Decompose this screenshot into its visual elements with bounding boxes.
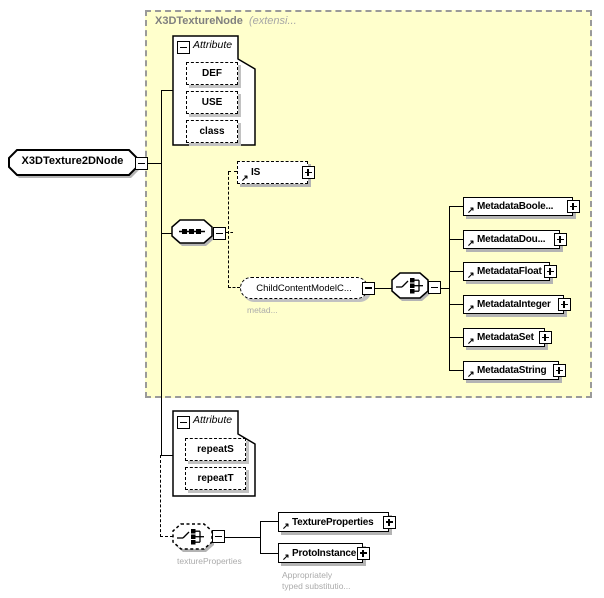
connector-metadata-stub-3	[449, 271, 463, 272]
substitution-arrow-icon: ↗	[467, 336, 475, 346]
group-childcontentmodel[interactable]: ChildContentModelC...	[240, 277, 375, 299]
sequence-compositor[interactable]	[171, 219, 217, 249]
substitution-arrow-icon: ↗	[467, 270, 475, 280]
choice-icon	[391, 272, 430, 301]
choice-dashed-icon	[172, 523, 214, 552]
element-metadatastring[interactable]: ↗ MetadataString	[463, 361, 566, 380]
connector-attr-bottom	[161, 455, 173, 456]
metadatafloat-expand-button[interactable]	[543, 265, 557, 278]
choice-metadata-collapse-button[interactable]	[428, 281, 441, 294]
region-subtitle-text: (extensi...	[248, 15, 297, 27]
region-base-type: X3DTextureNode	[155, 15, 243, 27]
element-label: MetadataString	[477, 365, 547, 376]
attribute-class[interactable]: class	[186, 120, 238, 143]
connector-attr-top	[161, 90, 173, 91]
attribute-repeatt[interactable]: repeatT	[185, 467, 246, 490]
substitution-arrow-icon: ↗	[467, 205, 475, 215]
connector-bottom-choice-out	[225, 537, 260, 538]
element-is[interactable]: ↗ IS	[237, 161, 315, 184]
element-metadatainteger[interactable]: ↗ MetadataInteger	[463, 295, 571, 314]
substitution-arrow-icon: ↗	[282, 521, 290, 531]
element-metadatadouble[interactable]: ↗ MetadataDou...	[463, 230, 567, 249]
element-metadataset[interactable]: ↗ MetadataSet	[463, 328, 552, 347]
connector-seq-branch	[228, 172, 229, 288]
attribute-use[interactable]: USE	[186, 91, 238, 114]
attribute-repeatt-label: repeatT	[197, 473, 234, 484]
childcontentmodel-collapse-button[interactable]	[361, 281, 375, 295]
attribute-group-bottom-title: Attribute	[193, 414, 233, 426]
element-label: MetadataBoole...	[477, 201, 554, 212]
textureproperties-group-label: textureProperties	[177, 556, 242, 566]
element-protoinstance[interactable]: ↗ ProtoInstance	[278, 543, 370, 563]
connector-metadata-stub-1	[449, 206, 463, 207]
connector-metadata-stub-6	[449, 370, 463, 371]
connector-metadata-stub-5	[449, 337, 463, 338]
extension-region-title: X3DTextureNode (extensi...	[155, 15, 297, 27]
element-label: MetadataSet	[477, 332, 534, 343]
metadatastring-expand-button[interactable]	[552, 364, 566, 377]
element-label: MetadataDou...	[477, 234, 546, 245]
textureproperties-expand-button[interactable]	[382, 515, 396, 529]
attribute-group-top: Attribute DEF USE class	[172, 35, 259, 150]
connector-root	[148, 163, 161, 164]
connector-metadata-stub-2	[449, 239, 463, 240]
attribute-group-bottom-collapse-button[interactable]	[177, 416, 190, 429]
attribute-repeats[interactable]: repeatS	[185, 438, 246, 461]
connector-protoinstance-stub	[260, 553, 278, 554]
connector-childcontent-choice	[373, 288, 393, 289]
element-label: MetadataInteger	[477, 299, 551, 310]
attribute-use-label: USE	[201, 97, 223, 108]
connector-optional-horizontal	[160, 536, 173, 537]
element-textureproperties[interactable]: ↗ TextureProperties	[278, 512, 396, 532]
substitution-arrow-icon: ↗	[467, 369, 475, 379]
choice-compositor-textureproperties[interactable]	[171, 523, 217, 555]
connector-metadata-stub-4	[449, 304, 463, 305]
attribute-repeats-label: repeatS	[197, 444, 234, 455]
metadatainteger-expand-button[interactable]	[557, 298, 571, 311]
childcontentmodel-note: metad...	[247, 305, 278, 315]
connector-metadata-trunk	[449, 206, 450, 371]
attribute-group-top-title: Attribute	[193, 39, 233, 51]
root-hexagon-shape	[8, 149, 139, 178]
substitution-arrow-icon: ↗	[467, 238, 475, 248]
protoinstance-note-line2: typed substitutio...	[282, 581, 351, 591]
connector-bottom-branch	[260, 521, 261, 553]
is-expand-button[interactable]	[301, 166, 315, 179]
element-metadatafloat[interactable]: ↗ MetadataFloat	[463, 262, 557, 281]
connector-textureproperties-stub	[260, 521, 278, 522]
element-label: MetadataFloat	[477, 266, 542, 277]
root-collapse-button[interactable]	[135, 157, 148, 170]
root-label: X3DTexture2DNode	[21, 155, 124, 167]
connector-sequence	[161, 233, 173, 234]
attribute-def-label: DEF	[202, 68, 222, 79]
attribute-class-label: class	[199, 126, 225, 137]
choice-textureproperties-collapse-button[interactable]	[212, 530, 225, 543]
element-root[interactable]: X3DTexture2DNode	[8, 149, 141, 180]
element-metadataboolean[interactable]: ↗ MetadataBoole...	[463, 197, 580, 216]
connector-childcontent-stub	[228, 287, 240, 288]
substitution-arrow-icon: ↗	[241, 173, 249, 183]
sequence-icon	[171, 219, 214, 246]
metadatadouble-expand-button[interactable]	[553, 233, 567, 246]
connector-choice-trunk	[441, 288, 449, 289]
protoinstance-note-line1: Appropriately	[282, 570, 333, 580]
connector-is-stub	[228, 171, 237, 172]
group-childcontentmodel-label: ChildContentModelC...	[256, 282, 352, 294]
element-is-label: IS	[251, 167, 261, 178]
substitution-arrow-icon: ↗	[467, 303, 475, 313]
connector-seq-out	[226, 232, 233, 233]
metadataset-expand-button[interactable]	[538, 331, 552, 344]
attribute-def[interactable]: DEF	[186, 62, 238, 85]
attribute-group-top-collapse-button[interactable]	[177, 41, 190, 54]
connector-trunk	[161, 90, 162, 455]
connector-optional-vertical	[160, 455, 161, 537]
sequence-collapse-button[interactable]	[213, 227, 226, 240]
attribute-group-bottom: Attribute repeatS repeatT	[172, 410, 259, 500]
element-label: TextureProperties	[292, 516, 374, 528]
protoinstance-expand-button[interactable]	[356, 546, 370, 560]
substitution-arrow-icon: ↗	[282, 552, 290, 562]
metadataboolean-expand-button[interactable]	[566, 200, 580, 213]
element-label: ProtoInstance	[292, 547, 357, 559]
choice-compositor-metadata[interactable]	[391, 272, 433, 304]
